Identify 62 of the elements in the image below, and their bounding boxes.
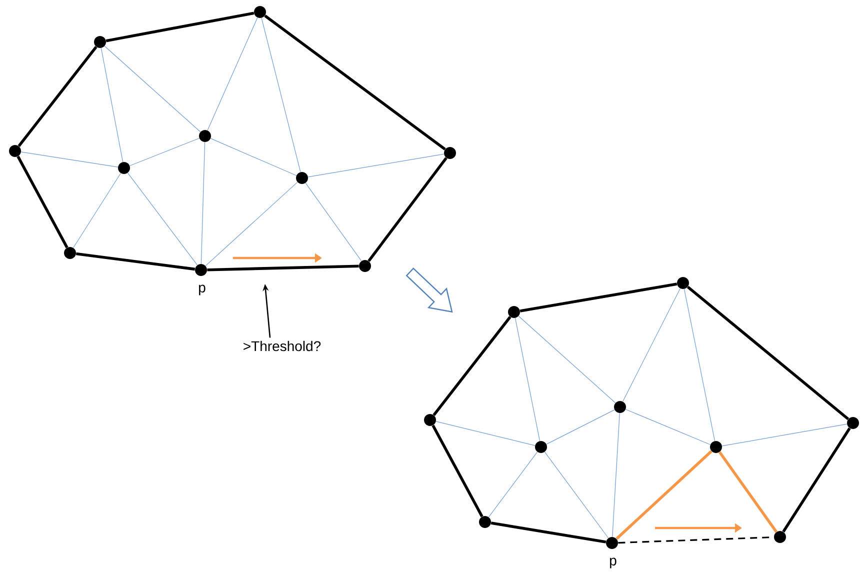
point-label: p: [199, 284, 206, 296]
mesh-edge: [432, 316, 512, 416]
mesh-point: [479, 516, 491, 528]
mesh-edge: [207, 17, 258, 131]
mesh-edge: [210, 138, 297, 176]
mesh-point: [614, 401, 626, 413]
mesh-edge: [305, 182, 362, 262]
mesh-point: [199, 130, 211, 142]
mesh-edge: [612, 412, 620, 538]
mesh-edge: [488, 452, 538, 518]
mesh-point: [254, 6, 266, 18]
mesh-point: [710, 441, 722, 453]
mesh-edge: [200, 142, 206, 264]
mesh-edge: [127, 172, 198, 266]
mesh-edge: [520, 282, 678, 312]
mesh-edge: [686, 286, 850, 420]
mesh-point: [677, 277, 689, 289]
mesh-point: [424, 414, 436, 426]
mesh-point: [535, 441, 547, 453]
mesh-edge: [490, 522, 606, 544]
mesh-edge: [104, 46, 201, 132]
mesh-point: [94, 36, 106, 48]
mesh-edge: [129, 138, 200, 166]
mesh-edge: [782, 427, 851, 533]
mesh-edge: [308, 154, 444, 178]
mesh-point: [774, 531, 786, 543]
mesh-edge: [518, 316, 616, 404]
mesh-edge: [684, 288, 716, 442]
mesh-edge: [625, 409, 711, 445]
mesh-edge: [718, 451, 778, 533]
mesh-edge: [616, 450, 712, 540]
mesh-edge: [205, 182, 298, 266]
mesh-edge: [20, 152, 118, 168]
mesh-edge: [264, 14, 446, 150]
mesh-edge: [207, 264, 359, 272]
mesh-edge: [73, 172, 121, 248]
mesh-edge: [546, 410, 615, 444]
mesh-point: [359, 260, 371, 272]
mesh-point: [444, 147, 456, 159]
mesh-edge: [100, 48, 124, 162]
mesh-edge: [436, 421, 536, 446]
mesh-edge: [622, 288, 680, 402]
point-label: p: [610, 558, 616, 568]
mesh-point: [296, 172, 308, 184]
mesh-edge: [106, 12, 254, 42]
mesh-point: [847, 417, 859, 429]
question-text: >Threshold?: [244, 340, 321, 352]
mesh-point: [64, 247, 76, 259]
mesh-edge: [18, 46, 98, 147]
mesh-point: [118, 162, 130, 174]
mesh-point: [606, 537, 618, 549]
mesh-edge: [544, 452, 609, 538]
mesh-point: [195, 264, 207, 276]
mesh-edge: [514, 318, 540, 442]
mesh-edge: [432, 424, 484, 518]
mesh-edge: [722, 424, 848, 446]
mesh-edge: [76, 252, 196, 271]
mesh-edge: [368, 157, 448, 262]
mesh-edge: [16, 156, 68, 248]
mesh-point: [508, 306, 520, 318]
mesh-edge: [261, 18, 301, 172]
mesh-point: [9, 145, 21, 157]
